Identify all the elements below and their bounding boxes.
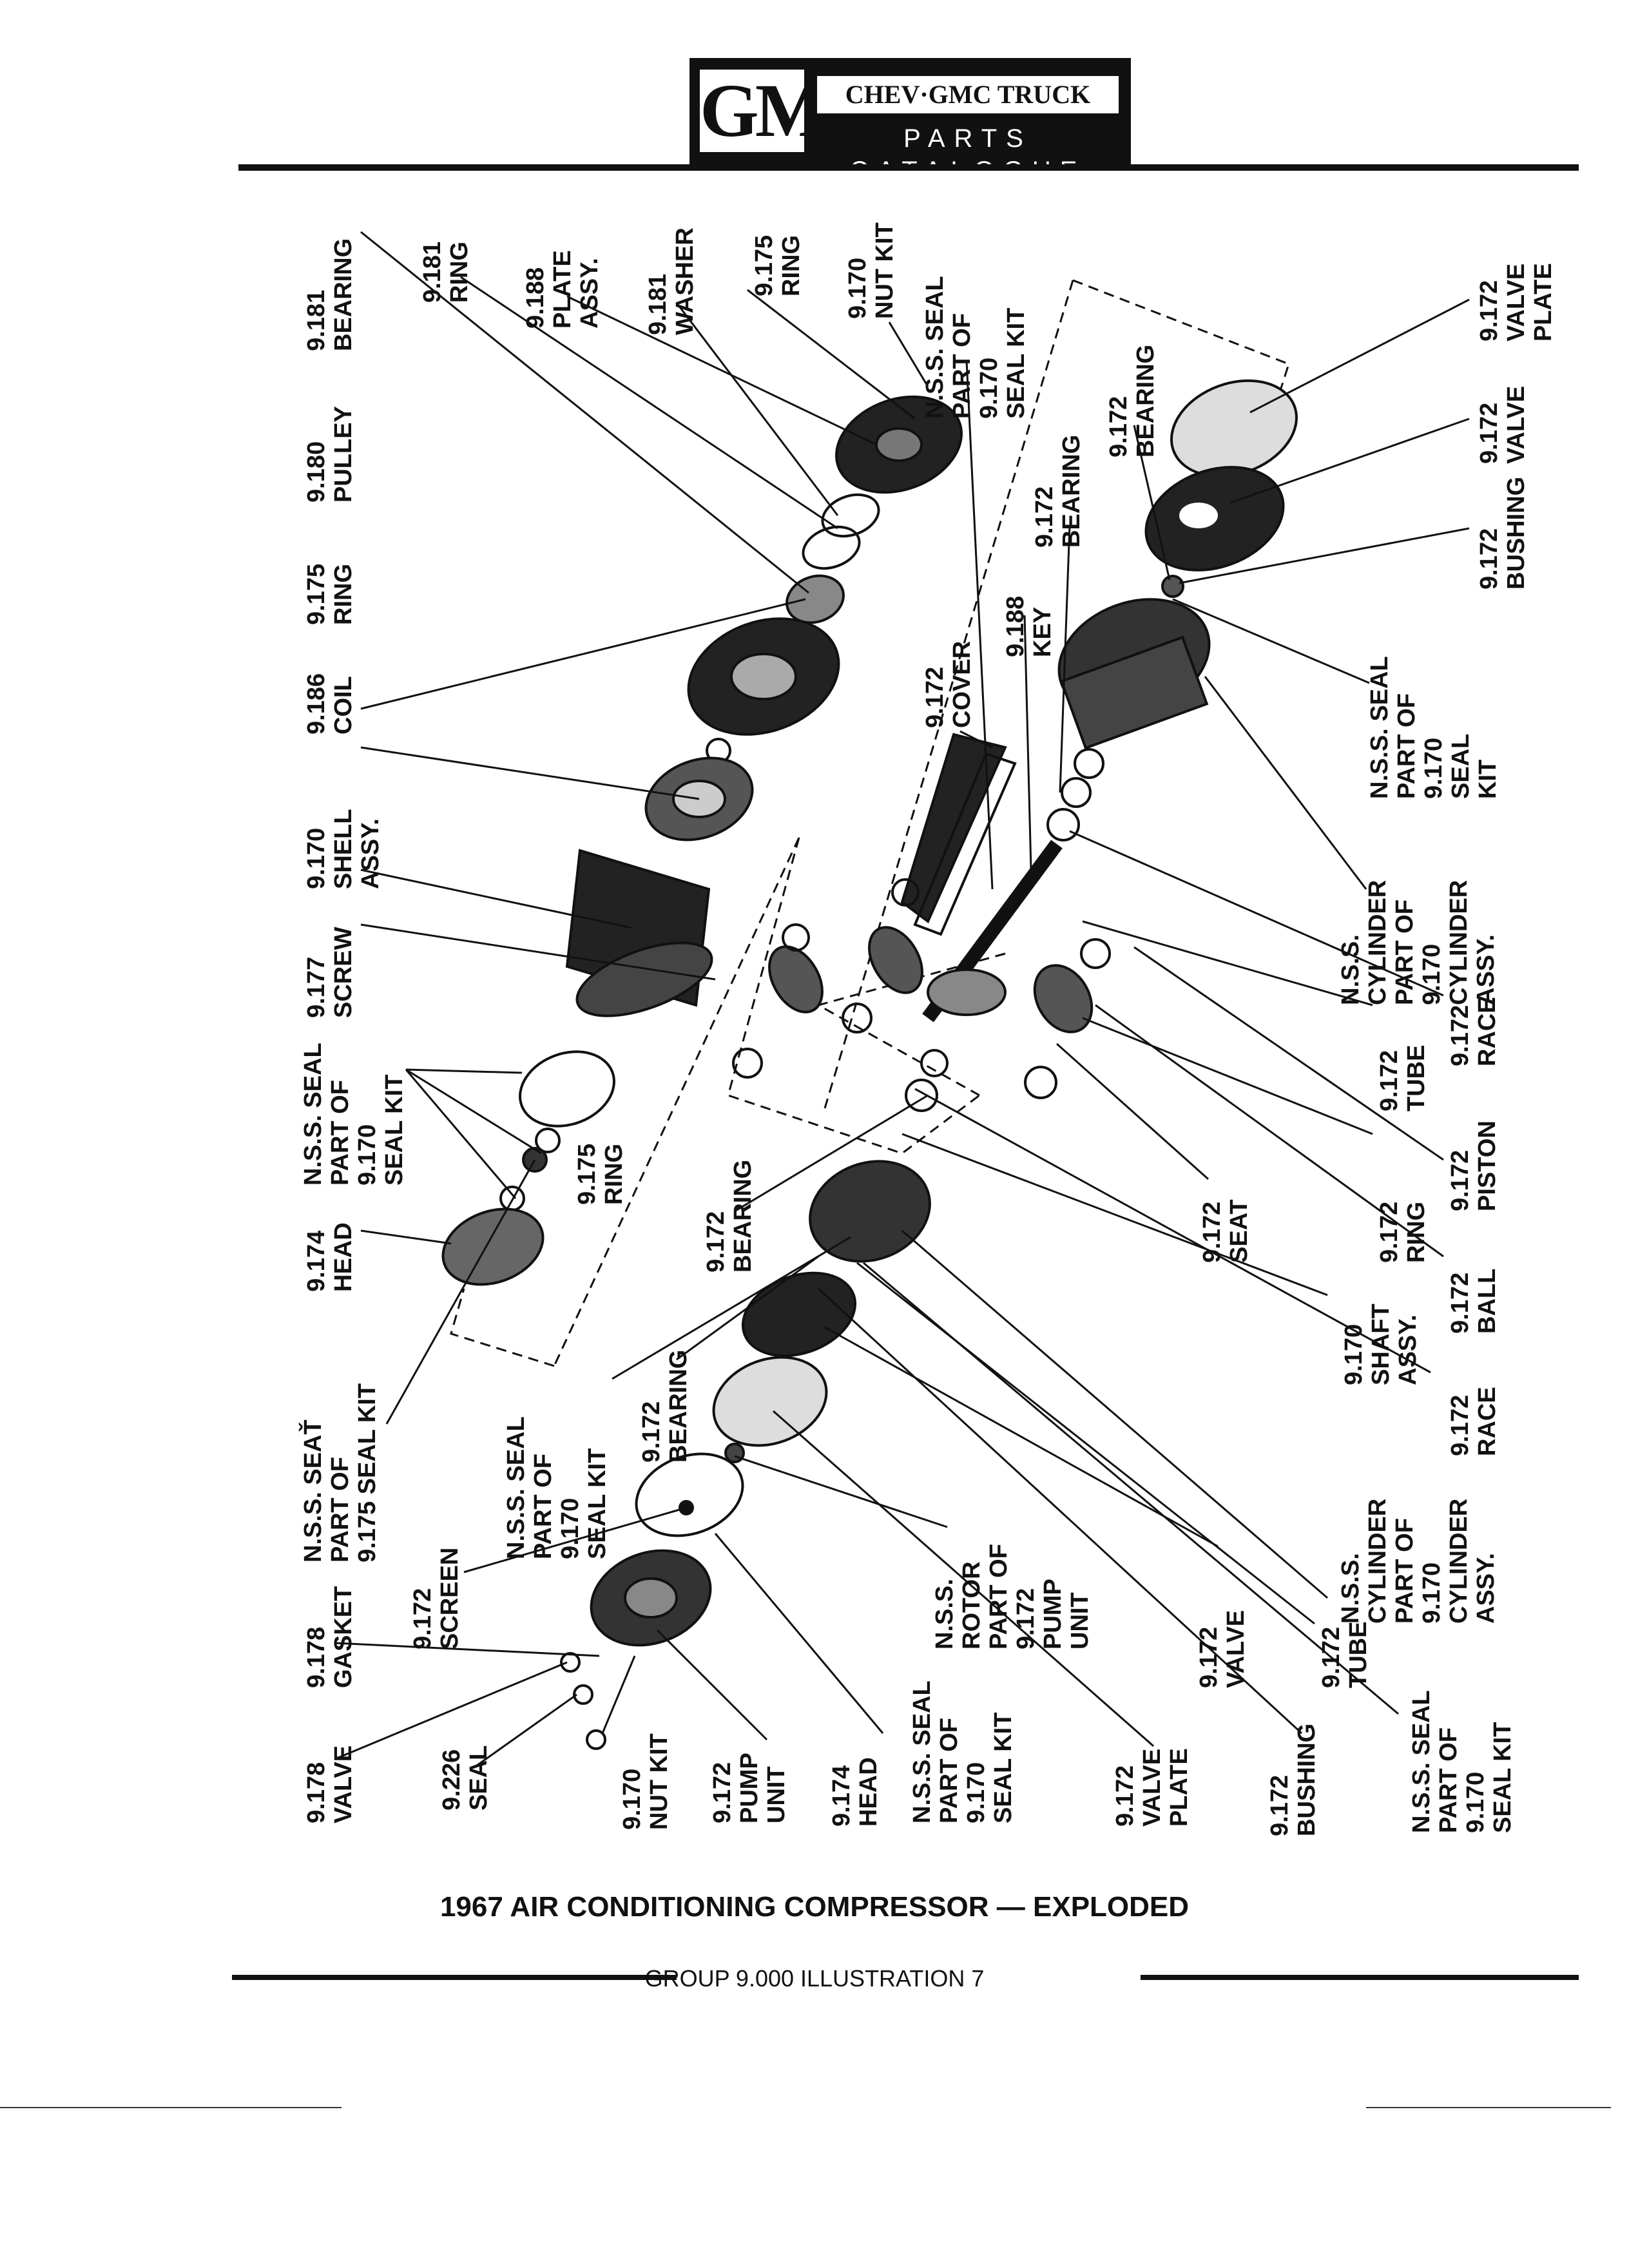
header-rule bbox=[238, 164, 1579, 171]
label-nss-seal-top: N.S.S. SEAL PART OF 9.170 SEAL KIT bbox=[921, 276, 1030, 419]
label-9181-ring: 9.181 RING bbox=[419, 241, 473, 303]
label-nss-seal-right: N.S.S. SEAL PART OF 9.170 SEAL KIT bbox=[1366, 656, 1501, 799]
label-9172-bushing-top: 9.172 BUSHING bbox=[1476, 476, 1530, 590]
label-9172-valve-top: 9.172 VALVE bbox=[1476, 385, 1530, 464]
group-illustration-label: GROUP 9.000 ILLUSTRATION 7 bbox=[644, 1965, 985, 1992]
label-9172-piston: 9.172 PISTON bbox=[1447, 1120, 1501, 1211]
label-9188-plate-assy: 9.188 PLATE ASSY. bbox=[522, 250, 603, 329]
label-9172-valve-lower: 9.172 VALVE bbox=[1195, 1610, 1249, 1688]
label-9170-nut-kit-lower: 9.170 NUT KIT bbox=[619, 1733, 673, 1830]
label-9172-bearing-front: 9.172 BEARING bbox=[702, 1159, 757, 1273]
label-9175-ring: 9.175 RING bbox=[751, 235, 805, 296]
label-nss-cylinder-right: N.S.S. CYLINDER PART OF 9.170 CYLINDER A… bbox=[1337, 879, 1499, 1005]
label-nss-rotor: N.S.S. ROTOR PART OF 9.172 PUMP UNIT bbox=[931, 1544, 1094, 1649]
label-9172-tube-right: 9.172 TUBE bbox=[1376, 1044, 1430, 1111]
label-9172-pump-unit: 9.172 PUMP UNIT bbox=[709, 1753, 790, 1823]
catalogue-subtitle: PARTS CATALOGUE bbox=[849, 124, 1086, 185]
brand-name: CHEV·GMC TRUCK bbox=[817, 76, 1119, 113]
label-9178-gasket: 9.178 GASKET bbox=[303, 1586, 357, 1688]
label-9174-head-left: 9.174 HEAD bbox=[303, 1222, 357, 1292]
label-9170-shell-assy: 9.170 SHELL ASSY. bbox=[303, 809, 384, 889]
label-9172-valve-plate-lower: 9.172 VALVE PLATE bbox=[1112, 1748, 1193, 1827]
label-9172-seat: 9.172 SEAT bbox=[1199, 1199, 1253, 1263]
bottom-hairline-right bbox=[1366, 2107, 1611, 2108]
label-9172-bearing-top: 9.172 BEARING bbox=[1105, 344, 1159, 457]
label-9172-race-right: 9.172 RACE bbox=[1447, 997, 1501, 1066]
label-9172-cover: 9.172 COVER bbox=[921, 640, 976, 728]
label-nss-seal-mid: N.S.S. SEAL PART OF 9.170 SEAL KIT bbox=[503, 1416, 611, 1559]
label-9172-bearing-lower: 9.172 BEARING bbox=[638, 1349, 692, 1463]
label-nss-seat-9175: N.S.S. SEAŤ PART OF 9.175 SEAL KIT bbox=[300, 1383, 381, 1562]
label-9172-bearing-mid: 9.172 BEARING bbox=[1031, 434, 1085, 548]
label-9172-ball: 9.172 BALL bbox=[1447, 1268, 1501, 1334]
label-9181-washer: 9.181 WASHER bbox=[644, 227, 699, 335]
label-9170-nut-kit: 9.170 NUT KIT bbox=[844, 222, 898, 319]
label-9178-valve: 9.178 VALVE bbox=[303, 1745, 357, 1823]
label-9174-head-lower: 9.174 HEAD bbox=[828, 1757, 882, 1827]
label-nss-seal-bottom-1: N.S.S. SEAL PART OF 9.170 SEAL KIT bbox=[909, 1680, 1017, 1823]
footer-rule-right bbox=[1141, 1975, 1579, 1980]
label-9172-screen: 9.172 SCREEN bbox=[409, 1547, 463, 1649]
label-9188-key: 9.188 KEY bbox=[1002, 595, 1056, 657]
gm-logo: GM bbox=[697, 67, 827, 155]
label-9172-race-lower: 9.172 RACE bbox=[1447, 1387, 1501, 1456]
footer-rule-left bbox=[232, 1975, 677, 1980]
label-nss-seal-bottom-2: N.S.S. SEAL PART OF 9.170 SEAL KIT bbox=[1408, 1690, 1516, 1833]
label-9172-bushing-lower: 9.172 BUSHING bbox=[1266, 1723, 1320, 1836]
label-9172-valve-plate-top: 9.172 VALVE PLATE bbox=[1476, 263, 1557, 341]
label-9180-pulley: 9.180 PULLEY bbox=[303, 406, 357, 503]
label-9181-bearing: 9.181 BEARING bbox=[303, 238, 357, 351]
label-9177-screw: 9.177 SCREW bbox=[303, 927, 357, 1018]
label-9226-seal: 9.226 SEAL bbox=[438, 1745, 492, 1811]
label-9172-tube-lower: 9.172 TUBE bbox=[1318, 1621, 1372, 1688]
bottom-hairline-left bbox=[0, 2107, 342, 2108]
label-9172-ring: 9.172 RING bbox=[1376, 1201, 1430, 1263]
label-nss-seal-left: N.S.S. SEAL PART OF 9.170 SEAL KIT bbox=[300, 1043, 408, 1186]
label-9175-ring-mid: 9.175 RING bbox=[574, 1143, 628, 1205]
illustration-caption: 1967 AIR CONDITIONING COMPRESSOR — EXPLO… bbox=[439, 1891, 1190, 1923]
label-9186-coil: 9.186 COIL bbox=[303, 673, 357, 735]
label-nss-cylinder-lower: N.S.S. CYLINDER PART OF 9.170 CYLINDER A… bbox=[1337, 1498, 1499, 1624]
label-9170-shaft-assy: 9.170 SHAFT ASSY. bbox=[1340, 1303, 1422, 1385]
label-9175-ring-left: 9.175 RING bbox=[303, 563, 357, 625]
